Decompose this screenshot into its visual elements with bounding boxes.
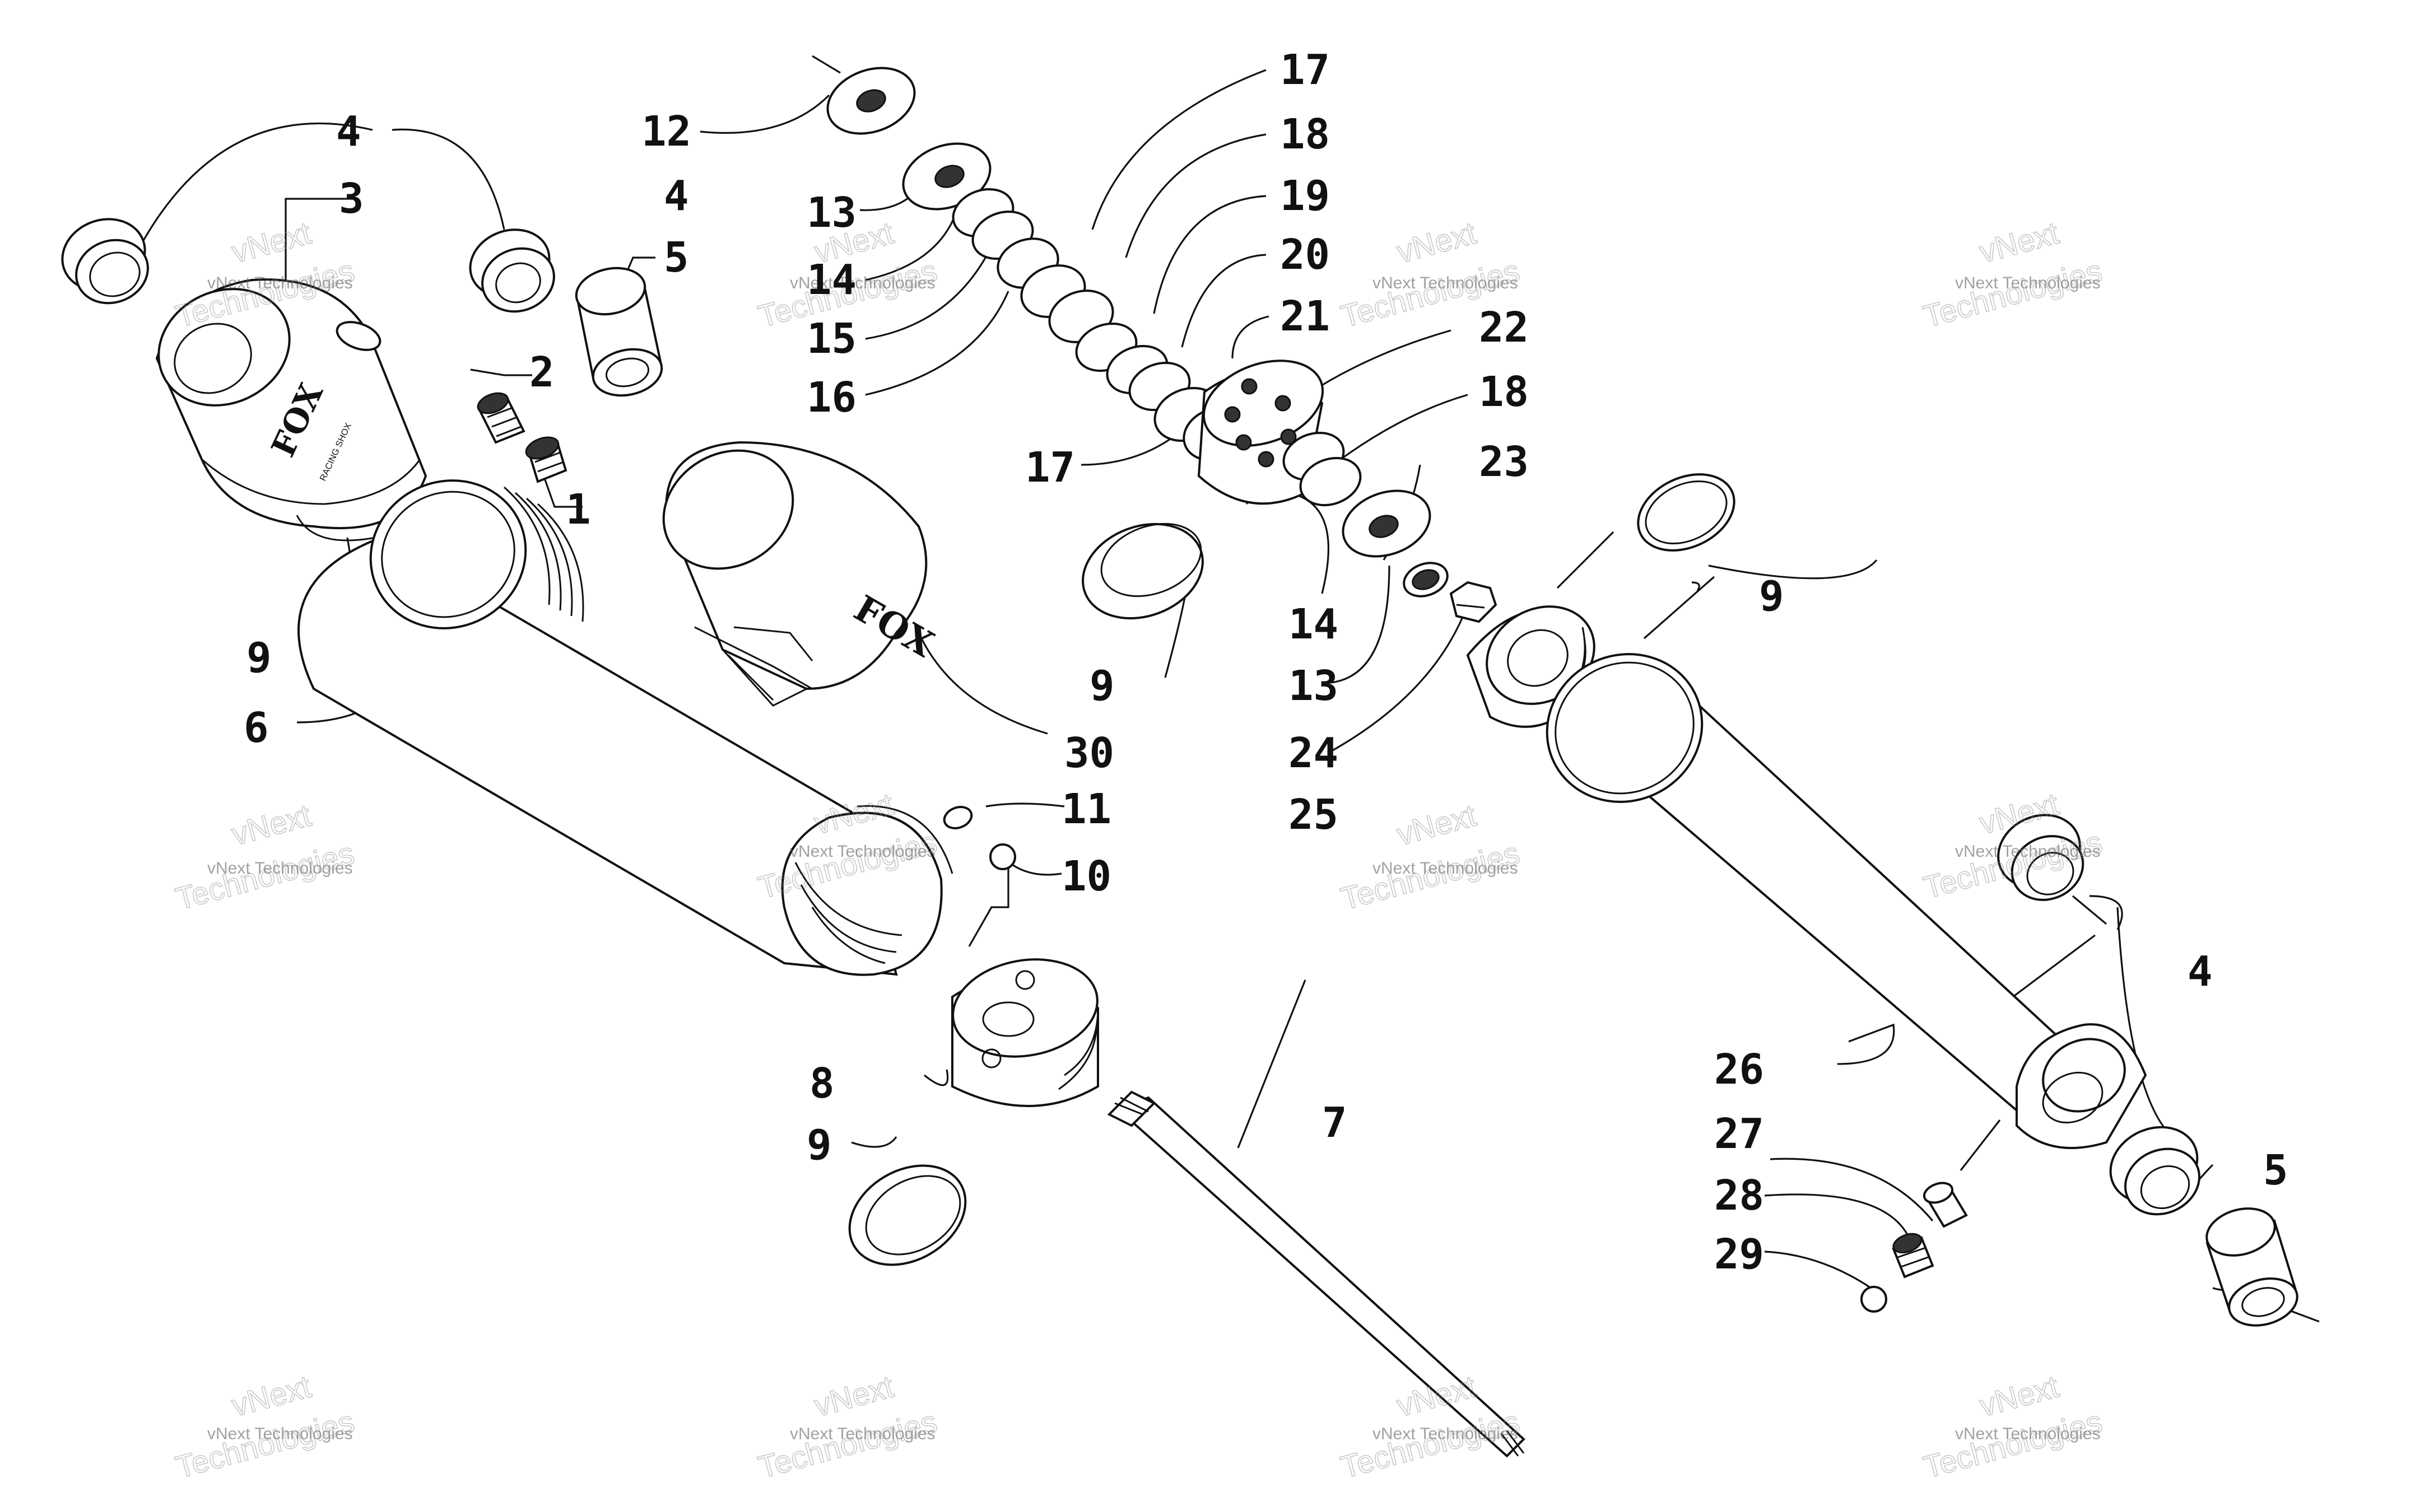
svg-text:vNext: vNext: [228, 1369, 315, 1424]
callout-18-top: 18: [1280, 110, 1330, 158]
svg-text:vNext Technologies: vNext Technologies: [1955, 274, 2101, 292]
svg-text:vNext: vNext: [1976, 215, 2063, 270]
bushing-lower: [2205, 1207, 2298, 1327]
eyelet-bearing-right: [469, 228, 555, 313]
svg-text:vNext Technologies: vNext Technologies: [1372, 274, 1518, 292]
end-cap: [951, 958, 1099, 1107]
callout-19: 19: [1280, 172, 1330, 220]
callout-25: 25: [1288, 791, 1338, 839]
svg-text:vNext Technologies: vNext Technologies: [207, 1425, 353, 1443]
svg-text:vNext Technologies: vNext Technologies: [790, 1425, 936, 1443]
o-ring-end-cap: [848, 1164, 967, 1266]
callout-9-endcap: 9: [807, 1121, 832, 1169]
callout-28: 28: [1714, 1172, 1764, 1220]
reservoir-piston-set: [943, 806, 1016, 870]
callout-20: 20: [1280, 231, 1330, 279]
svg-text:vNext Technologies: vNext Technologies: [207, 274, 353, 292]
callout-2: 2: [529, 348, 555, 396]
watermark-4: vNext Technologies vNext Technologies: [1919, 214, 2106, 335]
o-ring-right-top: [1637, 473, 1735, 552]
callout-16: 16: [807, 374, 857, 422]
svg-text:vNext Technologies: vNext Technologies: [1955, 842, 2101, 861]
callout-14-lower: 14: [1288, 600, 1338, 648]
bushing-top: [575, 267, 663, 397]
valve-set-lower: [1860, 1182, 1968, 1313]
callout-27: 27: [1714, 1110, 1764, 1158]
callout-1: 1: [566, 486, 591, 534]
callout-26: 26: [1714, 1046, 1764, 1094]
eyelet-bearing-lower: [2109, 1126, 2201, 1216]
callout-6: 6: [244, 704, 269, 752]
watermark-8: vNext Technologies vNext Technologies: [1919, 786, 2106, 906]
svg-text:Technologies: Technologies: [172, 835, 358, 916]
watermark-11: vNext Technologies vNext Technologies: [1337, 1368, 1524, 1486]
callout-14-top: 14: [807, 256, 857, 304]
callout-9-left: 9: [246, 634, 272, 682]
callout-9-right: 9: [1759, 572, 1784, 620]
svg-text:Technologies: Technologies: [1337, 835, 1523, 916]
svg-text:vNext: vNext: [811, 1369, 897, 1424]
svg-text:vNext: vNext: [1393, 215, 1480, 270]
callout-29: 29: [1714, 1230, 1764, 1278]
reservoir-body: [297, 479, 953, 976]
callout-23: 23: [1479, 438, 1529, 486]
svg-text:vNext Technologies: vNext Technologies: [207, 859, 353, 878]
watermark-12: vNext Technologies vNext Technologies: [1919, 1368, 2106, 1486]
watermark-9: vNext Technologies vNext Technologies: [171, 1368, 359, 1486]
shims-lower: [1282, 431, 1431, 558]
shaft-nut: [1449, 581, 1497, 623]
shaft: [1107, 1090, 1525, 1458]
callout-5-top: 5: [664, 234, 689, 282]
watermark-5: vNext Technologies vNext Technologies: [171, 797, 359, 917]
valve-core: [477, 392, 525, 444]
callout-4-top: 4: [336, 108, 361, 156]
callout-30: 30: [1064, 729, 1114, 777]
svg-text:vNext Technologies: vNext Technologies: [790, 842, 936, 861]
callout-18-lower: 18: [1479, 368, 1529, 416]
watermark-10: vNext Technologies vNext Technologies: [754, 1368, 941, 1486]
svg-text:vNext: vNext: [228, 215, 315, 270]
shaft-washer: [1403, 562, 1449, 598]
svg-text:Technologies: Technologies: [1920, 253, 2106, 334]
watermark-7: vNext Technologies vNext Technologies: [1337, 797, 1524, 917]
callout-labels: 1 2 3 4 4 4 5 5 6 7 8 9 9 9 9 10 11 12 1…: [244, 46, 2288, 1278]
callout-7: 7: [1322, 1099, 1347, 1147]
callout-21: 21: [1280, 292, 1330, 340]
eyelet-bearing-left: [61, 218, 149, 305]
svg-text:vNext: vNext: [1393, 797, 1480, 852]
callout-8: 8: [809, 1060, 835, 1108]
svg-text:vNext: vNext: [228, 797, 315, 852]
callout-5-lower: 5: [2263, 1146, 2288, 1194]
callout-17-lower: 17: [1025, 444, 1075, 492]
svg-text:vNext: vNext: [1976, 1369, 2063, 1424]
callout-24: 24: [1288, 729, 1338, 777]
reservoir-head: FOX RACING SHOX: [155, 278, 427, 530]
callout-10: 10: [1062, 852, 1111, 900]
callout-3: 3: [339, 175, 364, 223]
callout-22: 22: [1479, 304, 1529, 352]
callout-12: 12: [641, 108, 691, 156]
callout-4-lower: 4: [2188, 948, 2213, 996]
svg-text:vNext Technologies: vNext Technologies: [1372, 1425, 1518, 1443]
shock-body: [1546, 653, 2147, 1149]
callout-4-right: 4: [664, 172, 689, 220]
svg-text:vNext Technologies: vNext Technologies: [1955, 1425, 2101, 1443]
svg-text:vNext Technologies: vNext Technologies: [790, 274, 936, 292]
valve-cap: [525, 436, 567, 483]
callout-15: 15: [807, 315, 857, 363]
callout-13-lower: 13: [1288, 662, 1338, 710]
callout-13-top: 13: [807, 189, 857, 237]
callout-17-top: 17: [1280, 46, 1330, 94]
reservoir-sleeve: FOX: [662, 441, 941, 707]
callout-11: 11: [1062, 785, 1111, 833]
eyelet-bearing-right-body: [1997, 814, 2084, 901]
callout-9-center: 9: [1090, 662, 1115, 710]
o-ring-center: [1082, 522, 1204, 620]
svg-text:vNext Technologies: vNext Technologies: [1372, 859, 1518, 878]
